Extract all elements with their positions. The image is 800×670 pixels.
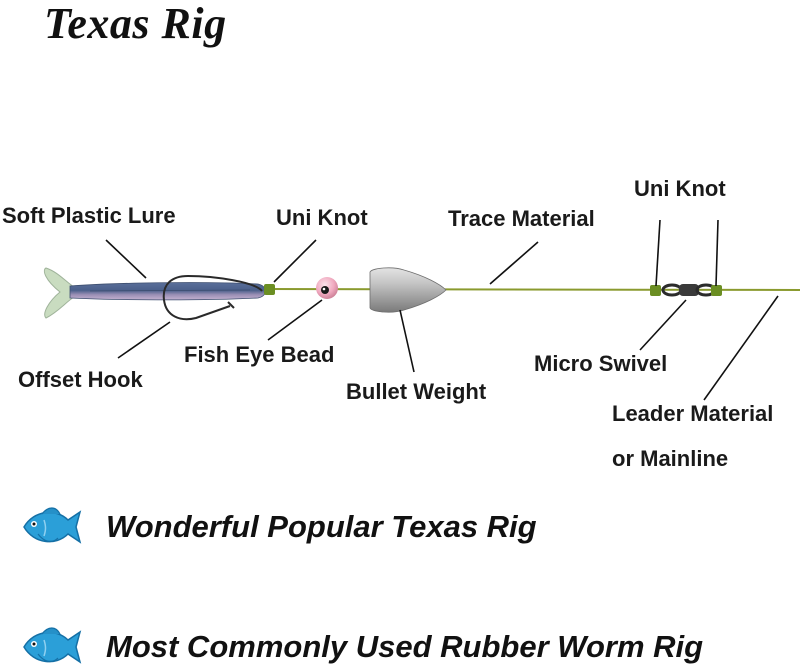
leader-trace-material bbox=[489, 241, 539, 285]
label-micro-swivel: Micro Swivel bbox=[534, 351, 668, 376]
leader-leader-material bbox=[703, 295, 779, 401]
leader-fish-eye-bead bbox=[267, 299, 323, 341]
leader-uni-knot-right-a bbox=[655, 219, 661, 287]
fish-eye-bead bbox=[316, 277, 338, 299]
tagline-1: Wonderful Popular Texas Rig bbox=[20, 504, 537, 550]
label-or-mainline: or Mainline bbox=[612, 446, 729, 471]
label-fish-eye-bead: Fish Eye Bead bbox=[184, 342, 335, 367]
uni-knot-right-a bbox=[650, 285, 661, 296]
fish-icon bbox=[23, 507, 82, 544]
tagline-2-text: Most Commonly Used Rubber Worm Rig bbox=[106, 629, 704, 664]
uni-knot-right-b bbox=[711, 285, 722, 296]
leader-micro-swivel bbox=[639, 299, 687, 351]
fishing-line bbox=[261, 288, 800, 291]
label-uni-knot-right: Uni Knot bbox=[634, 176, 726, 201]
label-offset-hook: Offset Hook bbox=[18, 367, 143, 392]
page-title: Texas Rig bbox=[44, 0, 227, 48]
label-leader-material: Leader Material bbox=[612, 401, 774, 426]
label-bullet-weight: Bullet Weight bbox=[346, 379, 487, 404]
fish-icon bbox=[23, 627, 82, 664]
tagline-2: Most Commonly Used Rubber Worm Rig bbox=[20, 624, 703, 670]
leader-uni-knot-left bbox=[273, 239, 317, 283]
leader-uni-knot-right-b bbox=[715, 219, 719, 287]
soft-plastic-lure bbox=[43, 267, 266, 319]
label-trace-material: Trace Material bbox=[448, 206, 595, 231]
tagline-1-text: Wonderful Popular Texas Rig bbox=[106, 509, 537, 544]
label-uni-knot-left: Uni Knot bbox=[276, 205, 368, 230]
leader-offset-hook bbox=[117, 321, 171, 359]
leader-bullet-weight bbox=[399, 309, 415, 373]
leader-soft-plastic-lure bbox=[105, 239, 147, 279]
label-soft-plastic-lure: Soft Plastic Lure bbox=[2, 203, 176, 228]
uni-knot-left bbox=[264, 284, 275, 295]
offset-hook bbox=[162, 274, 263, 321]
bullet-weight bbox=[369, 267, 447, 313]
